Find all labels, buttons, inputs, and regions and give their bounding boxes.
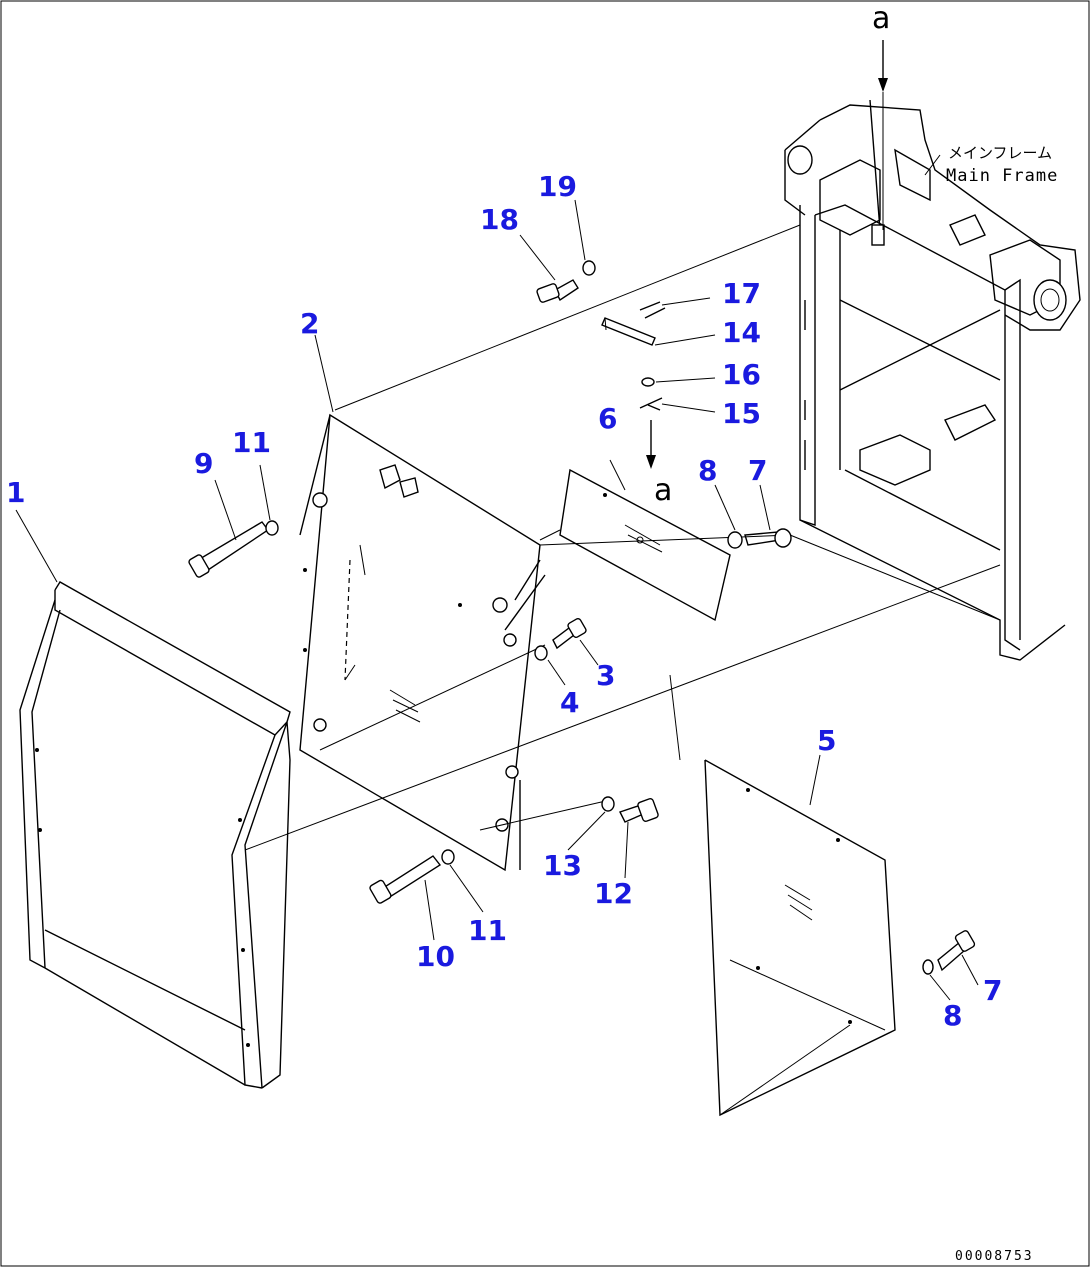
bolt-18 [536,279,579,303]
part-2-grille [299,413,546,872]
guide-lines [244,224,1001,1116]
bolt-3 [552,617,587,650]
main-frame-label: メインフレーム Main Frame [924,144,1058,186]
marker-a-top: a [872,1,890,36]
main-frame-en-label: Main Frame [946,166,1058,186]
part-1-frame [19,581,291,1089]
callout-18: 18 [480,203,519,236]
washer-8-upper [727,531,743,549]
callout-8-upper: 8 [698,454,717,487]
leader-lines [15,199,979,1001]
bolt-7-upper [744,528,792,548]
callout-15: 15 [722,397,761,430]
washer-19 [582,260,596,276]
callout-3: 3 [596,659,615,692]
washer-4 [534,645,548,661]
callout-12: 12 [594,877,633,910]
callout-13: 13 [543,849,582,882]
callout-10: 10 [416,940,455,973]
callout-1: 1 [6,476,25,509]
callout-19: 19 [538,170,577,203]
callout-2: 2 [300,307,319,340]
callout-5: 5 [817,724,836,757]
callout-7-upper: 7 [748,454,767,487]
bolt-12 [619,798,659,823]
callout-16: 16 [722,358,761,391]
main-frame-jp-label: メインフレーム [948,144,1052,162]
washer-11-lower [441,849,455,865]
arrow-a-mid [646,420,656,469]
washer-16 [641,377,655,387]
callout-4: 4 [560,686,579,719]
main-frame-part [784,99,1081,661]
callout-14: 14 [722,316,761,349]
washer-11-upper [265,520,279,536]
washer-8-lower [922,959,934,975]
bracket-14 [601,317,656,346]
arrow-a-top [878,40,888,230]
callout-11-upper: 11 [232,426,271,459]
callout-7-lower: 7 [983,974,1002,1007]
clip-17 [639,301,666,319]
callout-9: 9 [194,447,213,480]
callout-8-lower: 8 [943,999,962,1032]
bolt-10 [369,855,442,904]
callout-11-lower: 11 [468,914,507,947]
pin-15 [639,397,663,411]
part-5-panel [704,759,896,1117]
bolt-9 [188,521,270,578]
callout-17: 17 [722,277,761,310]
marker-a-mid: a [654,473,672,508]
washer-13 [601,796,615,812]
document-number: 00008753 [955,1249,1034,1264]
callout-6: 6 [598,402,617,435]
bolt-7-lower [937,930,976,972]
part-6-plate [559,468,731,622]
